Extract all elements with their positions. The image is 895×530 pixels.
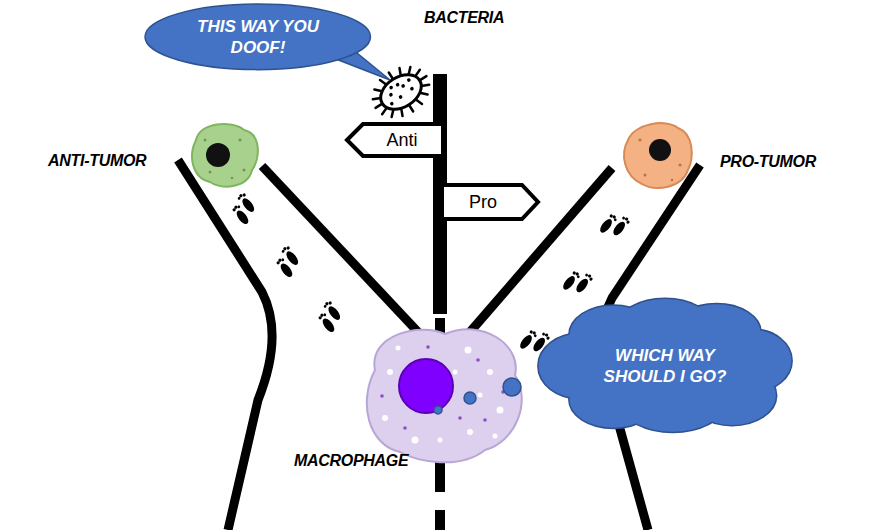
sign-arrow: Anti bbox=[345, 122, 445, 158]
thought-dots bbox=[434, 378, 521, 414]
thought-cloud-shape bbox=[536, 299, 794, 433]
thought-cloud: WHICH WAY SHOULD I GO? bbox=[536, 299, 794, 433]
speech-bubble: THIS WAY YOU DOOF! bbox=[144, 3, 372, 71]
anti-tumor-cell bbox=[192, 124, 258, 186]
sign-arrow: Pro bbox=[440, 183, 540, 221]
node-text: THIS WAY YOU DOOF! bbox=[183, 16, 333, 59]
macrophage-cell bbox=[367, 329, 522, 462]
figure-label: PRO-TUMOR bbox=[720, 153, 816, 171]
node-text: WHICH WAY SHOULD I GO? bbox=[595, 345, 735, 388]
pro-tumor-cell bbox=[624, 123, 692, 188]
figure-label: ANTI-TUMOR bbox=[48, 152, 146, 170]
figure-label: MACROPHAGE bbox=[294, 452, 408, 470]
speech-bubble-shape bbox=[144, 3, 372, 71]
node-text: Anti bbox=[386, 129, 417, 152]
node-text: Pro bbox=[469, 191, 497, 214]
figure-label: BACTERIA bbox=[424, 9, 504, 27]
